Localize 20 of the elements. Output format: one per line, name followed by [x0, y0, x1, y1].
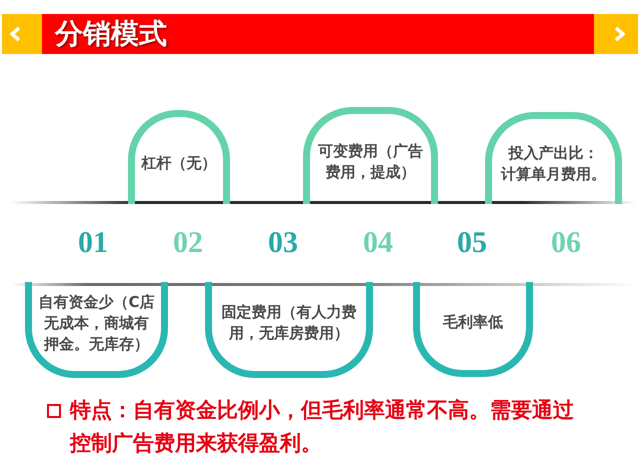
- step-number: 03: [267, 226, 299, 260]
- step-number: 06: [550, 226, 582, 260]
- arch-frame: [205, 282, 373, 378]
- arch-text: 固定费用（有人力费用，无库房费用）: [220, 302, 358, 344]
- step-number: 04: [362, 226, 394, 260]
- step-number: 02: [172, 226, 204, 260]
- step-number: 05: [456, 226, 488, 260]
- arch-text: 自有资金少（C店无成本，商城有押金。无库存）: [38, 292, 155, 354]
- arch-frame: [413, 282, 533, 377]
- note-text: 特点：自有资金比例小，但毛利率通常不高。需要通过控制广告费用来获得盈利。: [70, 397, 575, 457]
- arch-text: 投入产出比：计算单月费用。: [500, 143, 607, 185]
- arch-frame: [485, 112, 622, 204]
- arch-frame: [303, 107, 438, 204]
- step-number: 01: [77, 226, 109, 260]
- page-title: 分销模式: [55, 16, 167, 52]
- arch-text: 杠杆（无）: [140, 152, 218, 174]
- arch-frame: [128, 110, 230, 204]
- arch-frame: [25, 282, 168, 378]
- arch-text: 可变费用（广告费用，提成）: [317, 140, 424, 182]
- arch-text: 毛利率低: [442, 312, 504, 333]
